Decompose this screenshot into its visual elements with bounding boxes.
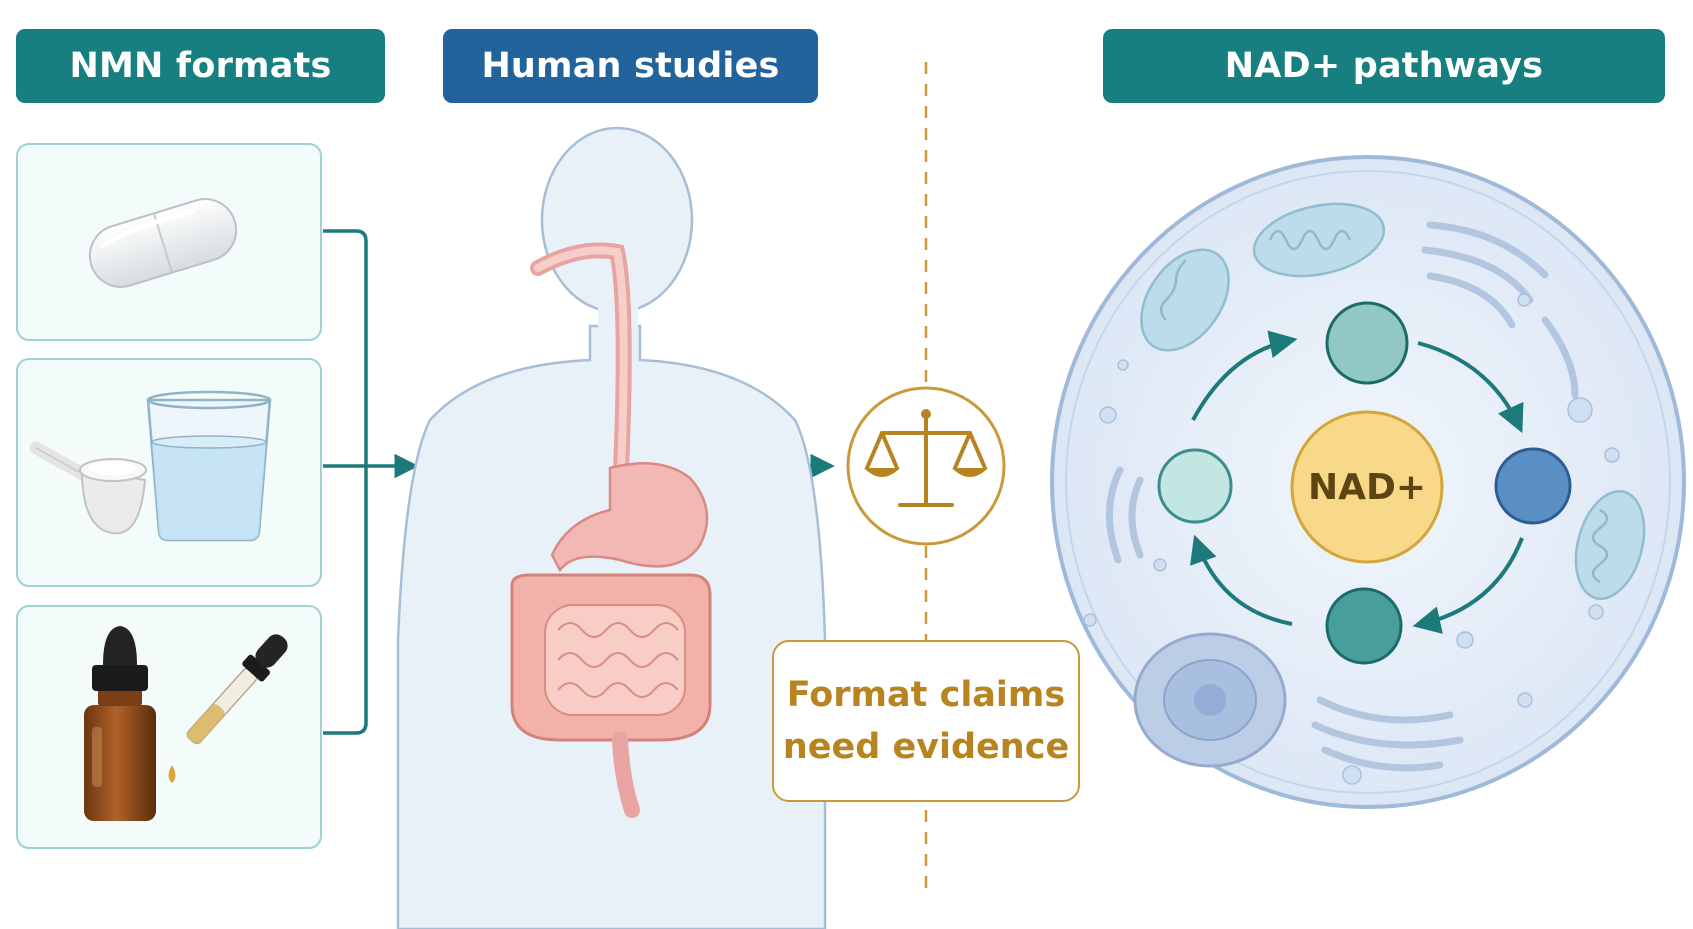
cycle-node: [1157, 448, 1233, 524]
endoplasmic-reticulum-icon: [1106, 221, 1579, 772]
cycle-node: [1325, 301, 1409, 385]
cycle-node: [1325, 587, 1403, 665]
nad-center-node: [1290, 410, 1444, 564]
header-nmn-formats: NMN formats: [16, 29, 385, 103]
dropper-bottle-icon: [84, 626, 156, 821]
claim-callout: Format claims need evidence: [772, 640, 1080, 802]
cycle-arrow: [1191, 330, 1298, 421]
mitochondrion-icon: [1140, 248, 1230, 352]
claim-line-2: need evidence: [782, 727, 1070, 767]
dropper-icon: [168, 634, 288, 783]
mitochondrion-icon: [1252, 202, 1386, 278]
claim-line-1: Format claims: [786, 675, 1066, 715]
header-nad-pathways: NAD+ pathways: [1103, 29, 1665, 103]
intestine-icon: [510, 573, 712, 818]
stomach-icon: [530, 242, 709, 573]
cycle-arrow: [1417, 341, 1524, 434]
nad-center-label: NAD+: [1307, 466, 1427, 508]
mitochondrion-icon: [1574, 489, 1646, 601]
cycle-arrow: [1190, 534, 1293, 626]
capsule-icon: [88, 198, 238, 288]
nucleus-icon: [1133, 632, 1287, 768]
vesicle-dots: [1083, 293, 1620, 785]
water-glass-icon: [146, 390, 272, 542]
balance-scale-icon: [846, 386, 1006, 546]
powder-scoop-icon: [29, 441, 147, 535]
format-bracket: [323, 229, 419, 735]
cycle-arrow: [1412, 537, 1524, 634]
header-human-studies: Human studies: [443, 29, 818, 103]
nad-cycle: [1157, 301, 1572, 665]
cycle-node: [1494, 447, 1572, 525]
